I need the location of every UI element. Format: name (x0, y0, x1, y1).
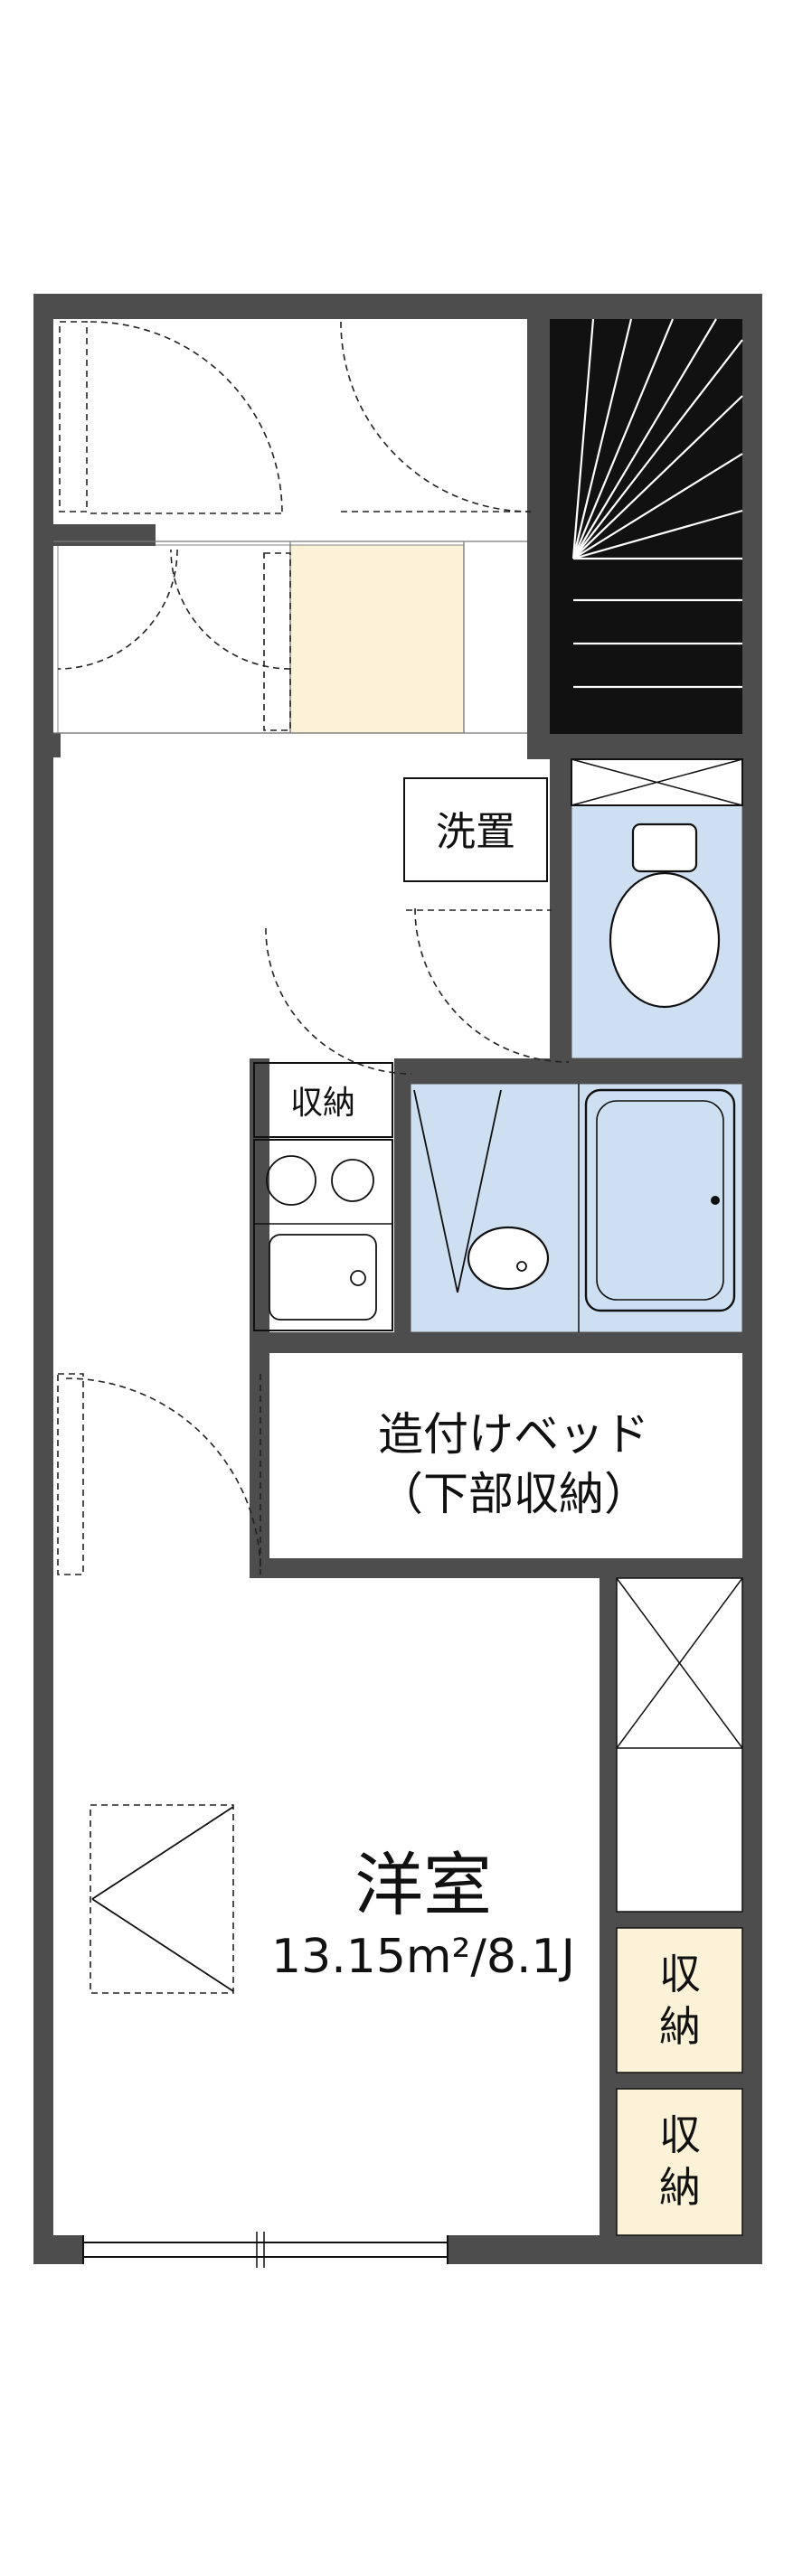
wall-left (33, 294, 53, 2264)
wall-closet-divider-1 (617, 1912, 742, 1928)
bathtub-inner (596, 1100, 724, 1301)
bed-label-line2: （下部収納） (378, 1468, 649, 1520)
kitchen-storage-box (253, 1062, 393, 1138)
entry-door-arc-left (90, 321, 283, 514)
counter-hatched (571, 758, 743, 806)
shoe-closet-door-arc-2 (170, 549, 291, 670)
built-in-bed: 造付けベッド （下部収納） (378, 1408, 649, 1520)
sink-drain (350, 1270, 366, 1286)
window-arrow (91, 1806, 234, 1900)
bedroom-door-leaf (57, 1373, 84, 1575)
toilet-tank (631, 823, 698, 873)
wall-closet-divider-2 (617, 2073, 742, 2089)
storage-bottom-label-2: 納 (659, 2163, 701, 2212)
bed-label-line1: 造付けベッド (378, 1408, 649, 1461)
storage-top-label-1: 収 (659, 1950, 701, 1998)
main-room: 洋室 13.15m²/8.1J 収 納 収 納 (90, 1577, 743, 2236)
stair-treads (571, 318, 743, 689)
storage-bottom-label-1: 収 (659, 2111, 701, 2159)
storage-top-label-2: 納 (659, 2002, 701, 2051)
wall-toilet-left (550, 759, 571, 1084)
entry-genkan-area (289, 544, 465, 734)
stove-burner-right (331, 1159, 374, 1202)
wall-stair-bottom (527, 733, 742, 759)
wall-top (33, 294, 762, 319)
bedroom-door-arc (65, 1377, 261, 1574)
kitchen: 収納 (253, 1062, 393, 1331)
kitchen-storage-label: 収納 (290, 1085, 355, 1122)
bathroom-fixtures (413, 1084, 736, 1332)
toilet-fixture (609, 823, 721, 1009)
kitchen-unit (253, 1139, 393, 1331)
toilet-bowl (609, 871, 721, 1009)
entry-door-leaf-left (59, 321, 88, 512)
wall-stair-left (527, 294, 550, 759)
staircase (550, 318, 743, 734)
bathtub-drain (711, 1196, 720, 1205)
wall-closet-left (600, 1578, 617, 2235)
wall-hall-stub (33, 733, 61, 757)
wall-entry-stub (33, 524, 156, 546)
wall-right (742, 294, 762, 2264)
window-arrow-box (90, 1804, 234, 1994)
window-opening (83, 2235, 448, 2264)
shoe-closet-door-arc-1 (57, 549, 178, 670)
stove-burner-left (266, 1155, 316, 1206)
bathroom (410, 1083, 743, 1333)
door-swings (57, 321, 570, 1575)
kitchen-sink (269, 1234, 377, 1321)
room-size-label: 13.15m²/8.1J (271, 1930, 575, 1984)
washbasin-drain (516, 1261, 527, 1272)
washbasin (467, 1226, 550, 1291)
room-fills (57, 544, 743, 1333)
entry-door-arc-right (340, 321, 532, 512)
wall-bathroom-left (394, 1084, 411, 1332)
wall-bed-top (250, 1332, 742, 1353)
storage-closet-bottom (616, 2088, 743, 2236)
hall-door-arc (414, 907, 570, 1063)
counter-box (571, 758, 743, 806)
wall-bed-bottom (250, 1558, 742, 1578)
entry-closet-area (57, 544, 291, 734)
bathtub-outer (584, 1088, 736, 1312)
bath-folding-door (413, 1089, 458, 1293)
room-name-label: 洋室 (354, 1845, 492, 1925)
closet-open (616, 1577, 743, 1913)
genkan-door-leaf (263, 552, 291, 731)
washer-box (403, 777, 548, 882)
storage-closet-top (616, 1927, 743, 2073)
washer-area: 洗置 (403, 777, 548, 882)
bottom-window (82, 2232, 448, 2268)
washroom-door-arc (265, 927, 412, 1075)
washer-label: 洗置 (436, 809, 515, 855)
